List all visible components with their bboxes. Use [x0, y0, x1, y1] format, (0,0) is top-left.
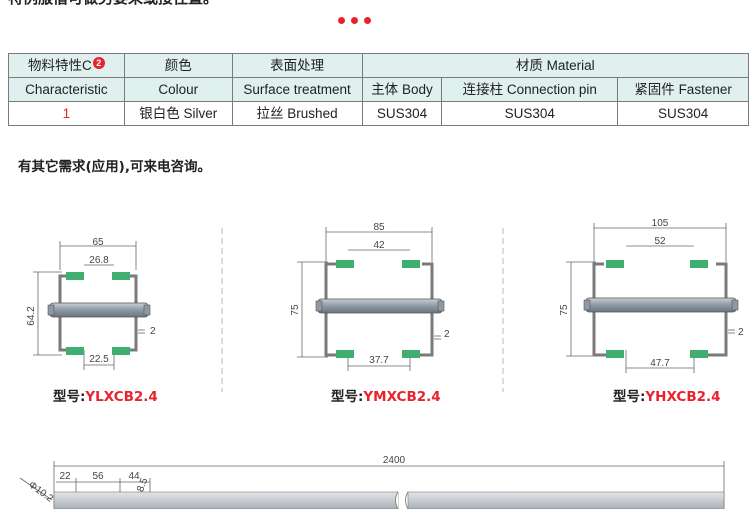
dim-foot: 22.5: [89, 354, 109, 365]
dim-inner: 52: [654, 236, 666, 247]
cell-characteristic: 1: [8, 101, 125, 126]
model-code: YHXCB2.4: [645, 389, 721, 405]
spring-icon: [66, 272, 84, 280]
dim-gap: 2: [738, 327, 744, 338]
top-cut-text: 特例服借可做另要采或接往置。: [8, 0, 218, 8]
drawing-yhxcb: 105 52 75 2 47.7: [559, 218, 744, 373]
header-colour-en: Colour: [123, 77, 233, 102]
dim-inner: 26.8: [89, 255, 109, 266]
spring-icon: [606, 350, 624, 358]
model-label-ylxcb: 型号:YLXCB2.4: [53, 389, 158, 405]
model-label-yhxcb: 型号:YHXCB2.4: [613, 389, 721, 405]
dim-width: 85: [373, 222, 385, 233]
spring-icon: [402, 350, 420, 358]
model-code: YMXCB2.4: [363, 389, 441, 405]
header-surface-cn: 表面处理: [231, 53, 363, 78]
header-surface-en: Surface treatment: [231, 77, 363, 102]
drawing-shaft: 2400 22 56 44 Φ10.2 Φ8.5: [19, 455, 725, 509]
dim-height: 75: [559, 304, 570, 316]
dim-diameter: Φ10.2: [26, 480, 55, 505]
note-text: 有其它需求(应用),可来电咨询。: [18, 159, 211, 175]
dot: [364, 17, 371, 24]
cell-pin: SUS304: [441, 101, 619, 126]
table-row: 1 银白色 Silver 拉丝 Brushed SUS304 SUS304 SU…: [8, 101, 749, 126]
dim-height: 64.2: [26, 306, 37, 326]
dim-foot: 47.7: [650, 358, 670, 369]
spring-icon: [112, 272, 130, 280]
section-dots: [338, 17, 371, 24]
model-code: YLXCB2.4: [85, 389, 158, 405]
dim-foot: 37.7: [369, 355, 389, 366]
dim-d3: 44: [128, 471, 140, 482]
cell-surface: 拉丝 Brushed: [231, 101, 363, 126]
spring-icon: [606, 260, 624, 268]
header-pin: 连接柱 Connection pin: [441, 77, 619, 102]
dim-gap: 2: [444, 329, 450, 340]
spring-icon: [336, 350, 354, 358]
table-header-row-2: Characteristic Colour Surface treatment …: [8, 77, 749, 102]
number-badge-icon: 2: [92, 57, 105, 69]
dim-d2: 56: [92, 471, 104, 482]
drawing-ymxcb: 85 42 75 2 37.7: [290, 222, 450, 371]
dim-length: 2400: [383, 455, 406, 466]
model-label-ymxcb: 型号:YMXCB2.4: [331, 389, 441, 405]
spring-icon: [112, 347, 130, 355]
spring-icon: [66, 347, 84, 355]
dot: [338, 17, 345, 24]
header-characteristic-en: Characteristic: [8, 77, 125, 102]
header-material: 材质 Material: [361, 53, 750, 78]
cell-fastener: SUS304: [617, 101, 749, 126]
spring-icon: [336, 260, 354, 268]
dot: [351, 17, 358, 24]
spring-icon: [402, 260, 420, 268]
spring-icon: [690, 350, 708, 358]
header-colour-cn: 颜色: [123, 53, 233, 78]
drawing-ylxcb: 65 26.8 64.2 2 22.5: [26, 237, 156, 370]
dim-d1: 22: [59, 471, 71, 482]
dim-inner: 42: [373, 240, 385, 251]
cell-body: SUS304: [361, 101, 443, 126]
dim-width: 65: [92, 237, 104, 248]
spring-icon: [690, 260, 708, 268]
dim-width: 105: [652, 218, 669, 229]
dim-gap: 2: [150, 326, 156, 337]
cell-colour: 银白色 Silver: [123, 101, 233, 126]
header-fastener: 紧固件 Fastener: [617, 77, 749, 102]
dim-height: 75: [290, 304, 301, 316]
